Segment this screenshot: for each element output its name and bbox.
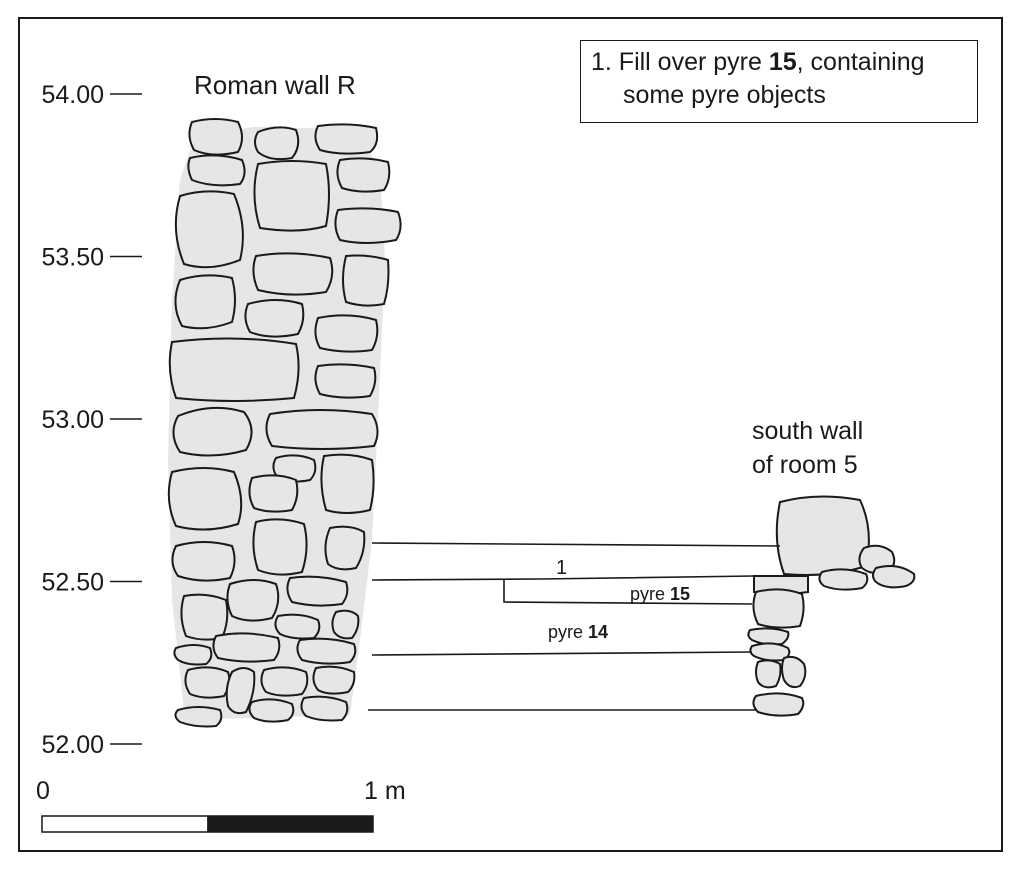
roman-wall-stones [167,118,402,728]
stone [252,518,308,576]
layer-1-base-line [371,575,755,581]
stone [872,565,916,589]
pyre-14-base-line [371,651,753,656]
stone [248,474,299,513]
stone [171,541,236,582]
axis-tick-label: 53.00 [41,406,104,434]
stone [320,453,375,514]
stone [818,568,869,591]
scale-start-label: 0 [36,777,50,805]
stone [300,695,349,722]
stone [272,454,317,483]
stone [168,337,300,402]
stone [212,632,281,663]
stone [174,274,236,330]
scale-bar: 0 1 m [36,777,406,833]
stone [172,406,253,457]
stone [312,665,356,695]
stone [286,575,349,607]
stone [187,154,246,187]
south-wall-stones [747,495,916,717]
pyre-15-outline [503,580,753,605]
stone [167,467,243,531]
stone [254,126,300,161]
stone [226,579,280,622]
legend-line-1: 1. Fill over pyre 15, containing [591,48,925,76]
stone [775,495,870,576]
stone [184,666,231,699]
stone [274,613,321,640]
stone [314,123,379,155]
roman-wall-label: Roman wall R [194,70,356,100]
legend-box: 1. Fill over pyre 15, containing some py… [580,40,978,123]
stone [188,118,243,156]
stone [225,667,256,715]
layer-top-line [371,542,781,547]
axis-tick-label: 54.00 [41,81,104,109]
stone [336,157,391,193]
pyre-15-label: pyre 15 [630,584,690,604]
stone [173,644,213,666]
stone [260,666,309,697]
scale-bar-dark [207,815,374,833]
stone [752,588,805,629]
stone [253,160,330,232]
stone [252,252,334,296]
stone [324,525,366,571]
stone [174,190,244,269]
stone [180,593,229,641]
elevation-axis: 54.00 53.50 53.00 52.50 52.00 [41,81,142,759]
axis-tick-label: 52.00 [41,731,104,759]
stone [781,655,807,689]
legend-line-2: some pyre objects [623,81,826,109]
stone [314,363,377,399]
pyre-14-label: pyre 14 [548,622,608,642]
south-wall-label-line1: south wall [752,417,863,445]
stone [342,254,390,307]
scale-end-label: 1 m [364,777,406,805]
stone [334,207,402,244]
layer-1-label: 1 [556,557,567,579]
stone [296,637,357,665]
south-wall-label-line2: of room 5 [752,451,858,479]
stone [265,409,379,450]
stone [244,299,305,338]
stone [174,706,223,728]
layer-lines [368,542,781,711]
axis-tick-label: 52.50 [41,569,104,597]
stone [314,314,379,353]
stone [755,659,782,689]
scale-bar-light [41,815,209,833]
stone [747,627,790,646]
stone [331,609,360,640]
stone [248,698,295,723]
drawing-frame [18,17,1003,852]
stone [752,692,805,717]
axis-tick-label: 53.50 [41,244,104,272]
